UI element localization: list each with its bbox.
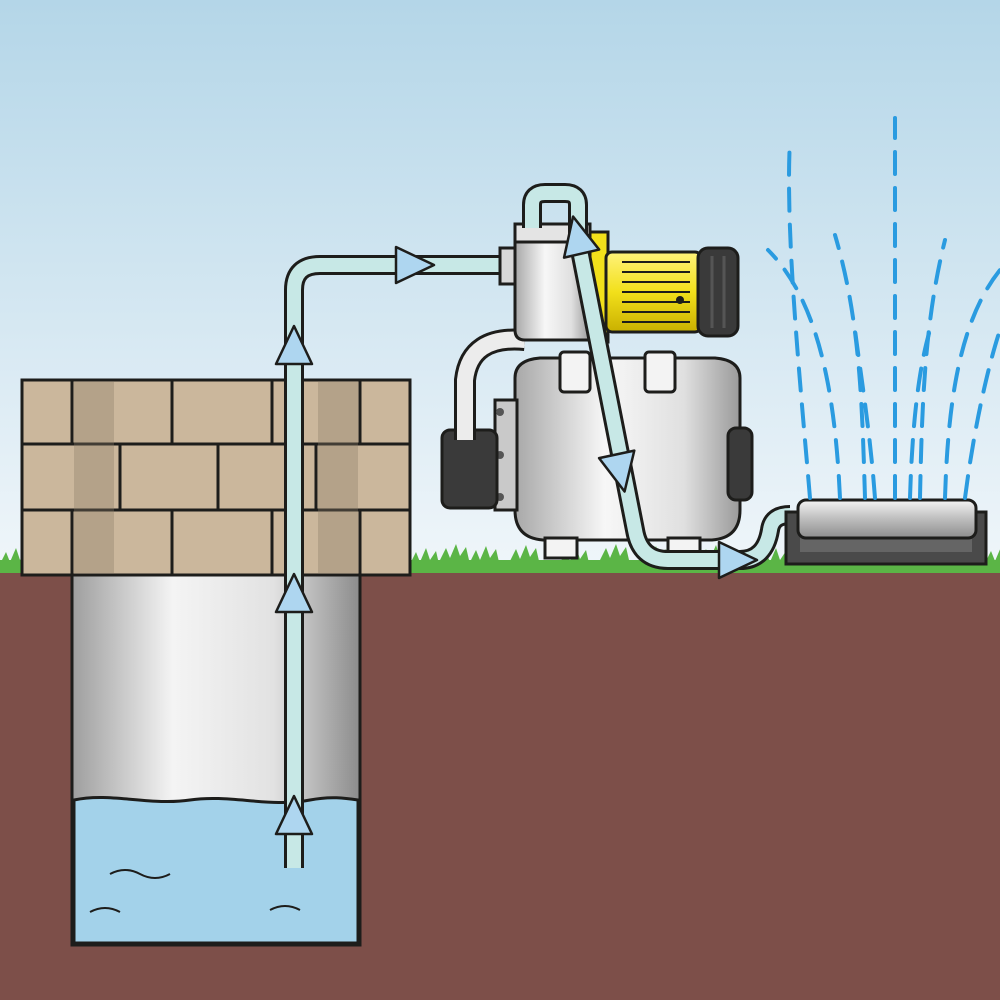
spray-jet (853, 328, 877, 500)
flow-arrow (394, 245, 436, 285)
flow-arrow (562, 215, 601, 259)
spray-jet (963, 328, 1000, 500)
spray-jet (918, 238, 947, 500)
water-spray (766, 116, 1000, 500)
spray-jet (766, 248, 842, 500)
grass-tuft (440, 544, 469, 560)
tank-connector-pipe (454, 328, 526, 440)
grass-tuft (410, 548, 439, 564)
grass-tuft (760, 548, 789, 564)
brick-wall (20, 378, 412, 577)
flow-arrow (717, 540, 759, 580)
spray-jet (787, 138, 812, 500)
spray-jet (833, 233, 867, 500)
pressure-switch (440, 428, 499, 510)
flow-arrow (597, 449, 636, 493)
spray-jet (908, 328, 932, 500)
flow-arrow (274, 794, 314, 836)
grass-tuft (600, 544, 629, 560)
outlet-hose (522, 183, 791, 570)
flow-arrow (274, 324, 314, 366)
electric-motor (604, 246, 740, 338)
flow-arrow (274, 572, 314, 614)
well-water (72, 796, 360, 945)
spray-jet (943, 268, 1000, 500)
grass-tuft (985, 549, 1000, 563)
brick-shading (74, 382, 358, 573)
sprinkler (784, 498, 988, 566)
flow-arrows (274, 215, 759, 836)
grass-tuft (510, 545, 539, 561)
suction-pipe (284, 255, 505, 868)
grass-tuft (470, 546, 499, 562)
